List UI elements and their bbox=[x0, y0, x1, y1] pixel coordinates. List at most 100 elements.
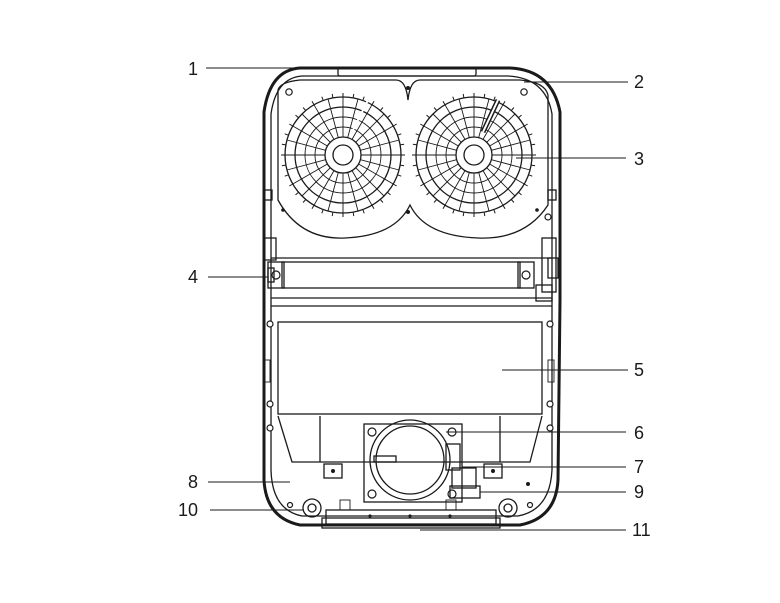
fan-shroud bbox=[277, 79, 549, 239]
fan-tick bbox=[379, 107, 384, 111]
callout-11: 11 bbox=[632, 520, 651, 540]
fan-right bbox=[412, 93, 536, 217]
fan-tick bbox=[420, 123, 425, 127]
fan-spoke bbox=[358, 125, 394, 147]
fan-spoke bbox=[432, 167, 462, 197]
fan-tick bbox=[400, 164, 405, 167]
callout-6: 6 bbox=[634, 423, 644, 443]
fan-tick bbox=[311, 101, 315, 106]
fan-spoke bbox=[292, 163, 328, 185]
fan-tick bbox=[397, 174, 402, 177]
fan-tick bbox=[452, 209, 455, 214]
fan-tick bbox=[412, 164, 417, 167]
fan-tick bbox=[321, 96, 324, 101]
fan-spoke bbox=[360, 159, 400, 171]
fan-spoke bbox=[327, 172, 339, 212]
fan-spoke bbox=[486, 113, 516, 143]
fan-tick bbox=[433, 199, 438, 203]
callout-labels: 1 2 3 4 5 6 7 8 9 10 11 bbox=[178, 59, 651, 540]
fan-tick bbox=[415, 174, 420, 177]
fan-tick bbox=[387, 191, 391, 196]
fan-spoke bbox=[458, 172, 470, 212]
fan-spoke bbox=[347, 98, 359, 138]
fan-tick bbox=[442, 204, 446, 209]
fan-spoke bbox=[423, 163, 459, 185]
fan-tick bbox=[321, 209, 324, 214]
fan-spoke bbox=[360, 139, 400, 151]
fan-tick bbox=[426, 191, 430, 196]
fan-spoke bbox=[355, 113, 385, 143]
fan-tick bbox=[483, 93, 486, 98]
housing bbox=[262, 66, 562, 527]
fan-tick bbox=[331, 93, 334, 98]
cross-members bbox=[271, 297, 552, 307]
fan-spoke bbox=[423, 125, 459, 147]
fan-tick bbox=[311, 204, 315, 209]
filter-panel bbox=[263, 320, 555, 415]
callout-7: 7 bbox=[634, 457, 644, 477]
fan-spoke bbox=[351, 104, 373, 140]
bottom-base bbox=[286, 482, 534, 529]
fan-tick bbox=[531, 143, 536, 146]
fan-tick bbox=[420, 183, 425, 187]
fan-spoke bbox=[286, 139, 326, 151]
fan-tick bbox=[352, 93, 355, 98]
callout-2: 2 bbox=[634, 72, 644, 92]
fan-spoke bbox=[458, 98, 470, 138]
fan-spoke bbox=[432, 113, 462, 143]
fan-spoke bbox=[486, 167, 516, 197]
fan-tick bbox=[442, 101, 446, 106]
fan-tick bbox=[302, 199, 307, 203]
fan-spoke bbox=[478, 172, 490, 212]
fan-spoke bbox=[292, 125, 328, 147]
fan-tick bbox=[371, 204, 375, 209]
callout-3: 3 bbox=[634, 149, 644, 169]
fan-tick bbox=[371, 101, 375, 106]
fan-spoke bbox=[286, 159, 326, 171]
fan-tick bbox=[362, 209, 365, 214]
fan-tick bbox=[502, 204, 506, 209]
fan-spoke bbox=[347, 172, 359, 212]
fan-tick bbox=[352, 212, 355, 217]
side-brackets bbox=[263, 189, 559, 302]
callout-4: 4 bbox=[188, 267, 198, 287]
fan-tick bbox=[518, 114, 522, 119]
fan-tick bbox=[412, 143, 417, 146]
fan-tick bbox=[281, 143, 286, 146]
fan-tick bbox=[415, 133, 420, 136]
callout-1: 1 bbox=[188, 59, 198, 79]
fan-tick bbox=[462, 212, 465, 217]
fan-tick bbox=[510, 107, 515, 111]
fan-tick bbox=[284, 174, 289, 177]
fan-spoke bbox=[301, 167, 331, 197]
fan-spoke bbox=[489, 125, 525, 147]
fan-spoke bbox=[355, 167, 385, 197]
lower-tray bbox=[266, 415, 554, 479]
callout-5: 5 bbox=[634, 360, 644, 380]
fan-spoke bbox=[358, 163, 394, 185]
callout-8: 8 bbox=[188, 472, 198, 492]
fan-spoke bbox=[482, 170, 504, 206]
fan-tick bbox=[523, 123, 528, 127]
fan-tick bbox=[400, 143, 405, 146]
fan-tick bbox=[284, 133, 289, 136]
fan-spoke bbox=[489, 163, 525, 185]
fan-tick bbox=[387, 114, 391, 119]
fan-tick bbox=[493, 209, 496, 214]
fan-tick bbox=[433, 107, 438, 111]
fan-tick bbox=[523, 183, 528, 187]
fan-tick bbox=[528, 133, 533, 136]
fan-tick bbox=[289, 183, 294, 187]
fan-tick bbox=[531, 164, 536, 167]
fan-tick bbox=[483, 212, 486, 217]
fan-tick bbox=[502, 101, 506, 106]
fan-tick bbox=[362, 96, 365, 101]
fan-spoke bbox=[491, 139, 531, 151]
fan-spoke bbox=[417, 139, 457, 151]
callout-10: 10 bbox=[178, 500, 198, 520]
fan-tick bbox=[518, 191, 522, 196]
fan-spoke bbox=[444, 104, 466, 140]
fan-spoke bbox=[444, 170, 466, 206]
fan-spoke bbox=[313, 104, 335, 140]
